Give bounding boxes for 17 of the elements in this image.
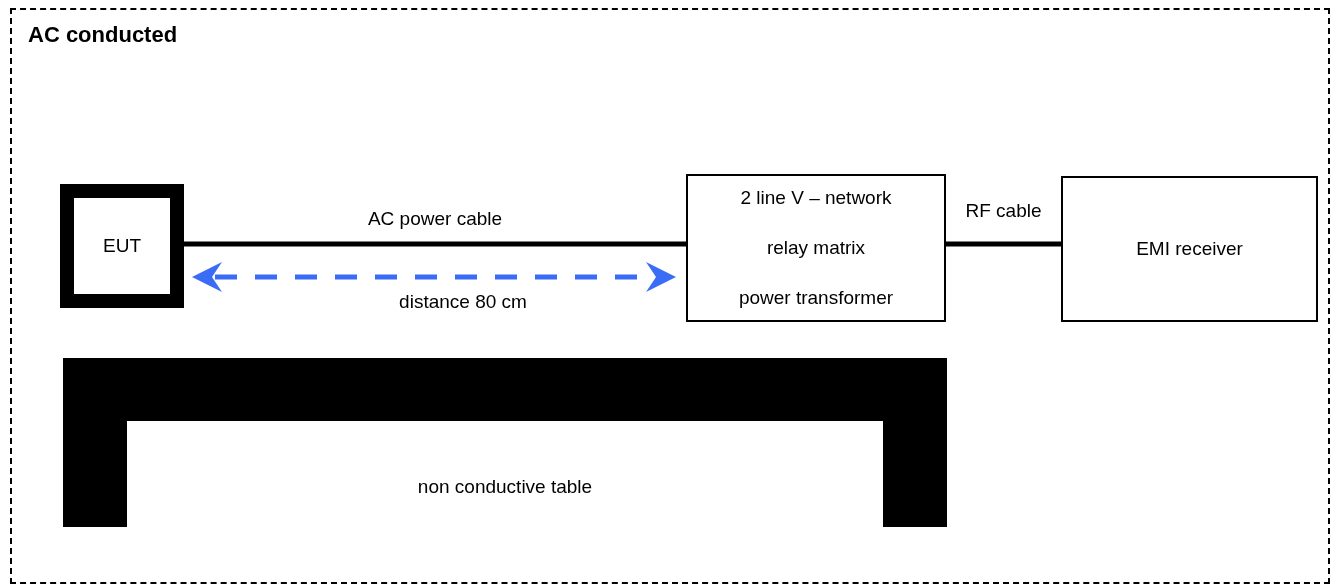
- equipment-box: [1061, 176, 1318, 322]
- box-label: EMI receiver: [1136, 238, 1243, 260]
- edge-label: AC power cable: [367, 208, 503, 230]
- cable-line: [946, 241, 1061, 247]
- edge-label: RF cable: [965, 200, 1042, 222]
- eut-box: [60, 184, 184, 308]
- box-label: EUT: [103, 235, 141, 257]
- table-drawing: [63, 358, 947, 527]
- box-label: 2 line V – network: [740, 187, 892, 209]
- box-label: relay matrix: [766, 237, 866, 259]
- dimension-label: distance 80 cm: [399, 291, 527, 313]
- equipment-box: [686, 174, 946, 322]
- box-label: power transformer: [738, 287, 894, 309]
- cable-line: [184, 241, 686, 247]
- frame-title: AC conducted: [28, 22, 178, 48]
- dashed-frame: [10, 8, 1330, 584]
- table-label: non conductive table: [417, 476, 593, 498]
